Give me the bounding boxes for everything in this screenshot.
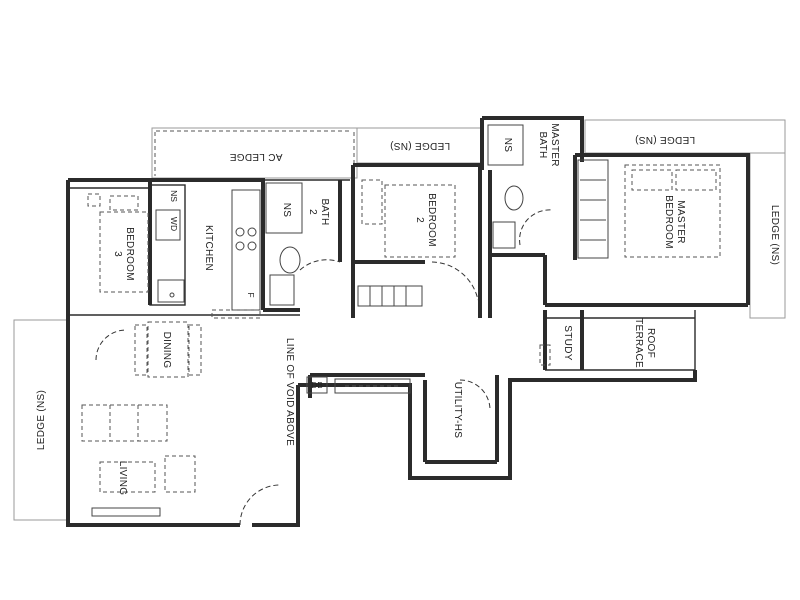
washer-dryer (155, 209, 181, 241)
label-fridge: F (246, 292, 256, 297)
label-bedroom3-line2: 3 (112, 251, 123, 257)
label-ledge-top-right: LEDGE (NS) (635, 134, 695, 145)
db-cabinet (306, 376, 328, 394)
label-ledge-right: LEDGE (NS) (769, 205, 780, 265)
label-bath2: BATH 2 (307, 198, 330, 225)
label-bath2-line1: BATH (319, 198, 330, 225)
label-ns-master-bath: NS (502, 138, 513, 153)
label-master-bedroom: MASTER BEDROOM (663, 195, 686, 249)
kitchen-sink (157, 279, 185, 303)
label-ns-kitchen: NS (169, 190, 179, 202)
door-swings (95, 209, 553, 526)
dining-table (134, 321, 202, 378)
label-roof-terrace: ROOF TERRACE (633, 318, 656, 368)
label-master-bedroom-line1: MASTER (675, 200, 686, 243)
master-bath-toilet (504, 185, 524, 211)
label-db: DB (311, 380, 323, 390)
bath2-toilet (279, 246, 301, 274)
label-roof-terrace-line1: ROOF (645, 328, 656, 358)
label-master-bath-line1: MASTER (549, 123, 560, 166)
label-master-bedroom-line2: BEDROOM (663, 195, 674, 249)
label-bedroom2-line1: BEDROOM (426, 193, 437, 247)
bedroom3-bed (87, 193, 149, 293)
label-master-bath-line2: BATH (537, 131, 548, 158)
label-wd: WD (169, 217, 179, 231)
washer-dryer-dial (169, 292, 175, 298)
living-sofa (81, 404, 168, 442)
study-desk (539, 344, 551, 366)
household-shelter-bench (334, 378, 411, 394)
tv-console (91, 507, 161, 517)
kitchen-counter (211, 189, 261, 319)
living-armchair (164, 455, 196, 493)
label-ns-bath2: NS (281, 203, 292, 218)
label-ledge-top-mid: LEDGE (NS) (390, 140, 450, 151)
bedroom2-wardrobe (357, 285, 423, 307)
label-bath2-line2: 2 (307, 209, 318, 215)
master-bedroom-bed (624, 164, 721, 258)
label-bedroom3: BEDROOM 3 (112, 227, 135, 281)
label-utility: UTILITY-HS (452, 382, 463, 439)
label-bedroom2: BEDROOM 2 (414, 193, 437, 247)
label-bedroom2-line2: 2 (414, 217, 425, 223)
label-roof-terrace-line2: TERRACE (633, 318, 644, 368)
label-study: STUDY (562, 325, 573, 360)
bath2-shower (265, 182, 303, 234)
master-wardrobe (577, 159, 609, 259)
interior-walls (68, 155, 748, 464)
label-kitchen: KITCHEN (203, 225, 214, 271)
label-master-bath: MASTER BATH (537, 123, 560, 166)
label-ledge-left: LEDGE (NS) (36, 390, 47, 450)
label-void: LINE OF VOID ABOVE (284, 338, 295, 446)
label-ac-ledge: AC LEDGE (229, 151, 282, 162)
living-coffee-table (99, 461, 156, 493)
bath2-basin (269, 274, 295, 306)
bedroom2-bed (361, 179, 456, 258)
label-living: LIVING (117, 461, 128, 496)
master-bath-shower (487, 124, 524, 166)
label-bedroom3-line1: BEDROOM (124, 227, 135, 281)
label-dining: DINING (161, 332, 172, 369)
master-bath-basin (492, 221, 516, 249)
